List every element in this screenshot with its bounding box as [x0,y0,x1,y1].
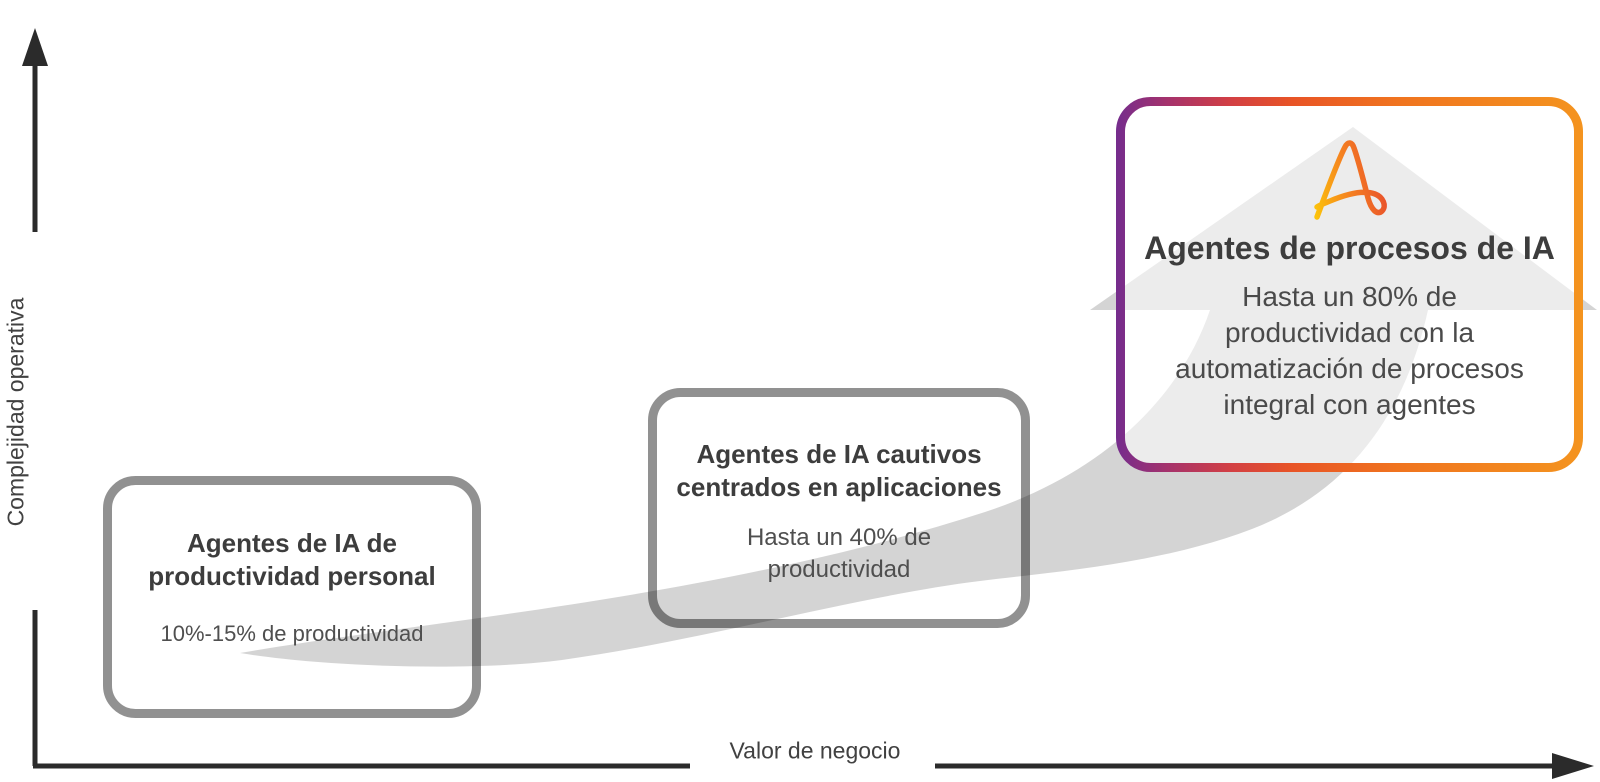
personal-agents-title-line2: productividad personal [148,561,436,591]
captive-agents-title-line2: centrados en aplicaciones [676,472,1002,502]
x-axis [33,753,1594,779]
process-agents-title: Agentes de procesos de IA [1144,230,1555,266]
x-axis-arrowhead-icon [1552,753,1594,779]
personal-agents-subtitle-line1: 10%-15% de productividad [160,621,424,646]
personal-agents-title-line1: Agentes de IA de [187,528,397,558]
personal-agents-title: Agentes de IA de productividad personal [112,527,472,593]
x-axis-label: Valor de negocio [729,737,901,764]
captive-agents-title-line1: Agentes de IA cautivos [696,439,982,469]
captive-agents-subtitle: Hasta un 40% de productividad [659,522,1019,586]
captive-agents-subtitle-line1: Hasta un 40% de [746,524,932,551]
process-agents-subtitle-line2: productividad con la [1224,317,1475,348]
process-agents-subtitle-line4: integral con agentes [1223,389,1476,420]
captive-agents-title: Agentes de IA cautivos centrados en apli… [659,438,1019,504]
personal-agents-box [103,476,481,718]
personal-agents-subtitle: 10%-15% de productividad [112,621,472,647]
process-agents-subtitle: Hasta un 80% de productividad con la aut… [1139,279,1560,423]
y-axis-label: Complejidad operativa [2,297,29,527]
process-agents-subtitle-line3: automatización de procesos [1175,353,1524,384]
captive-agents-subtitle-line2: productividad [767,556,911,583]
y-axis [22,28,48,766]
y-axis-arrowhead-icon [22,28,48,66]
process-agents-subtitle-line1: Hasta un 80% de [1242,281,1457,312]
captive-agents-box [648,388,1030,628]
process-agents-box [1116,97,1583,472]
appian-logo-icon [1314,140,1387,220]
